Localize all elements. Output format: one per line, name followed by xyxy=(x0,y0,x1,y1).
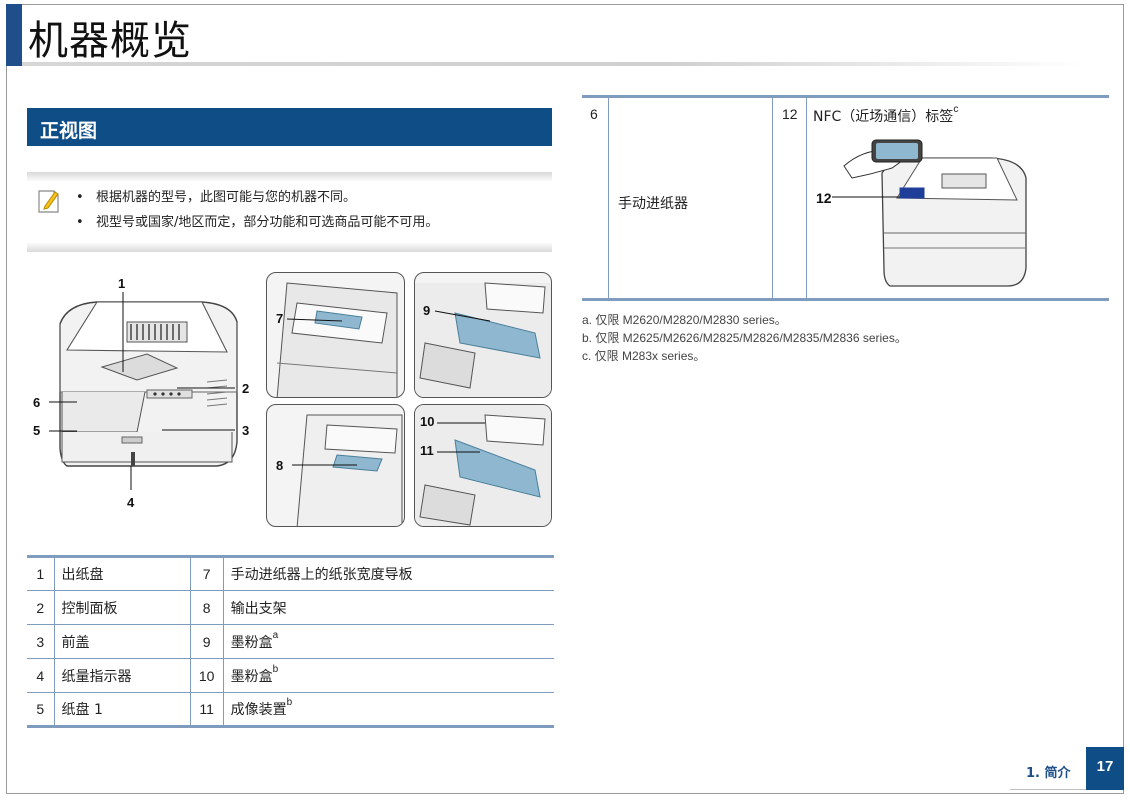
table-cell-label: 控制面板 xyxy=(54,590,191,625)
table-cell-number-text: 1 xyxy=(36,566,45,582)
table-cell-number: 1 xyxy=(27,556,55,591)
table-row: 3 前盖 9 墨粉盒a xyxy=(27,624,554,659)
table-cell-label-text: 墨粉盒 xyxy=(230,668,273,685)
page-frame xyxy=(6,4,1124,794)
nfc-label-text: NFC（近场通信）标签 xyxy=(813,109,954,125)
table-cell-number: 12 xyxy=(782,106,798,122)
page-title: 机器概览 xyxy=(28,18,192,64)
callout-label: 6 xyxy=(33,395,41,410)
table-row: 5 纸盘 1 11 成像装置b xyxy=(27,692,554,727)
section-title: 正视图 xyxy=(40,120,98,142)
footnote-marker: b xyxy=(286,697,293,708)
footnote: c. 仅限 M283x series。 xyxy=(582,349,706,363)
table-cell-label: 手动进纸器 xyxy=(618,196,688,212)
footnote-marker: c xyxy=(953,104,959,115)
table-cell-label: 手动进纸器上的纸张宽度导板 xyxy=(223,556,554,591)
callout-label: 9 xyxy=(423,303,431,318)
table-cell-number-text: 9 xyxy=(202,633,211,650)
output-support-illustration xyxy=(292,414,403,526)
table-cell-number-text: 8 xyxy=(202,599,211,616)
table-cell-number-text: 10 xyxy=(198,667,215,684)
section-header-bar xyxy=(27,108,552,146)
table-cell-label-text: 墨粉盒 xyxy=(230,634,273,651)
callout-label: 7 xyxy=(276,311,284,326)
note-item: 视型号或国家/地区而定，部分功能和可选商品可能不可用。 xyxy=(76,213,438,238)
table-cell-number-text: 3 xyxy=(36,633,45,650)
table-cell-label-text: 纸盘 1 xyxy=(61,702,103,718)
page-number: 17 xyxy=(1086,747,1124,790)
callout-label: 10 xyxy=(420,414,435,429)
table-cell-number: 7 xyxy=(190,556,224,591)
detail-figure-manual-feeder xyxy=(266,272,405,398)
callout-label: 12 xyxy=(816,190,832,206)
callout-label: 2 xyxy=(242,381,250,396)
table-row: 4 纸量指示器 10 墨粉盒b xyxy=(27,658,554,693)
detail-figure-toner xyxy=(414,272,552,398)
note-list: 根据机器的型号，此图可能与您的机器不同。 视型号或国家/地区而定，部分功能和可选… xyxy=(76,188,438,238)
callout-label: 5 xyxy=(33,423,41,438)
detail-figure-imaging-unit xyxy=(414,404,552,527)
table-cell-number: 9 xyxy=(190,624,224,659)
parts-table-continued: 6 手动进纸器 12 NFC（近场通信）标签c 12 xyxy=(582,95,1109,301)
callout-label: 3 xyxy=(242,423,250,438)
toner-cartridge-illustration xyxy=(415,282,551,397)
callout-label: 4 xyxy=(127,495,135,510)
table-cell-label: 输出支架 xyxy=(223,590,554,625)
nfc-printer-illustration xyxy=(832,139,1027,287)
table-cell-label: 墨粉盒b xyxy=(223,658,554,693)
table-cell-label-text: 成像装置 xyxy=(230,702,287,718)
callout-label: 8 xyxy=(276,458,284,473)
table-cell-label-text: 出纸盘 xyxy=(61,567,104,583)
table-cell-label: 成像装置b xyxy=(223,693,554,727)
note-pencil-icon xyxy=(38,190,59,213)
table-cell-label-text: 控制面板 xyxy=(61,600,118,617)
table-cell-label: 纸量指示器 xyxy=(54,658,191,693)
table-cell-number: 11 xyxy=(190,692,224,727)
table-cell-number-text: 4 xyxy=(36,667,45,684)
table-cell-label-text: 纸量指示器 xyxy=(61,668,132,685)
table-row: 1 出纸盘 7 手动进纸器上的纸张宽度导板 xyxy=(27,556,554,591)
footnote: b. 仅限 M2625/M2626/M2825/M2826/M2835/M283… xyxy=(582,331,907,345)
table-cell-label: 纸盘 1 xyxy=(54,692,191,727)
table-cell-number-text: 2 xyxy=(36,599,45,616)
table-cell-number: 3 xyxy=(27,624,55,659)
title-rule xyxy=(22,62,1088,66)
table-cell-label: 墨粉盒a xyxy=(223,624,554,659)
footnotes: a. 仅限 M2620/M2820/M2830 series。 b. 仅限 M2… xyxy=(582,311,907,365)
footnote-marker: b xyxy=(272,663,279,675)
table-cell-label: 出纸盘 xyxy=(54,556,191,591)
table-cell-number: 2 xyxy=(27,590,55,625)
printer-front-view-illustration xyxy=(49,292,238,490)
table-cell-number: 4 xyxy=(27,658,55,693)
table-cell-label-text: 输出支架 xyxy=(230,600,287,617)
title-accent-bar xyxy=(6,4,22,66)
table-cell-label-text: 手动进纸器上的纸张宽度导板 xyxy=(230,567,413,583)
table-cell-label-text: 前盖 xyxy=(61,634,90,651)
table-cell-label: 前盖 xyxy=(54,624,191,659)
table-cell-number-text: 7 xyxy=(202,566,211,582)
table-cell-label: NFC（近场通信）标签c xyxy=(813,104,959,306)
footnote-marker: a xyxy=(272,629,279,641)
table-cell-number: 8 xyxy=(190,590,224,625)
footer-chapter-link[interactable]: 1. 简介 xyxy=(1026,766,1071,781)
table-row: 2 控制面板 8 输出支架 xyxy=(27,590,554,625)
table-cell-number-text: 11 xyxy=(199,701,214,717)
table-cell-number: 10 xyxy=(190,658,224,693)
table-cell-number: 6 xyxy=(590,106,598,122)
callout-label: 1 xyxy=(118,276,126,291)
callout-label: 11 xyxy=(420,443,434,458)
imaging-unit-illustration xyxy=(415,405,551,526)
note-item: 根据机器的型号，此图可能与您的机器不同。 xyxy=(76,188,438,213)
table-cell-number: 5 xyxy=(27,692,55,727)
table-cell-number-text: 5 xyxy=(36,701,45,717)
footnote: a. 仅限 M2620/M2820/M2830 series。 xyxy=(582,313,787,327)
detail-figure-output-support xyxy=(266,404,405,527)
footer-rule xyxy=(1010,789,1086,790)
manual-feeder-illustration xyxy=(276,282,398,397)
